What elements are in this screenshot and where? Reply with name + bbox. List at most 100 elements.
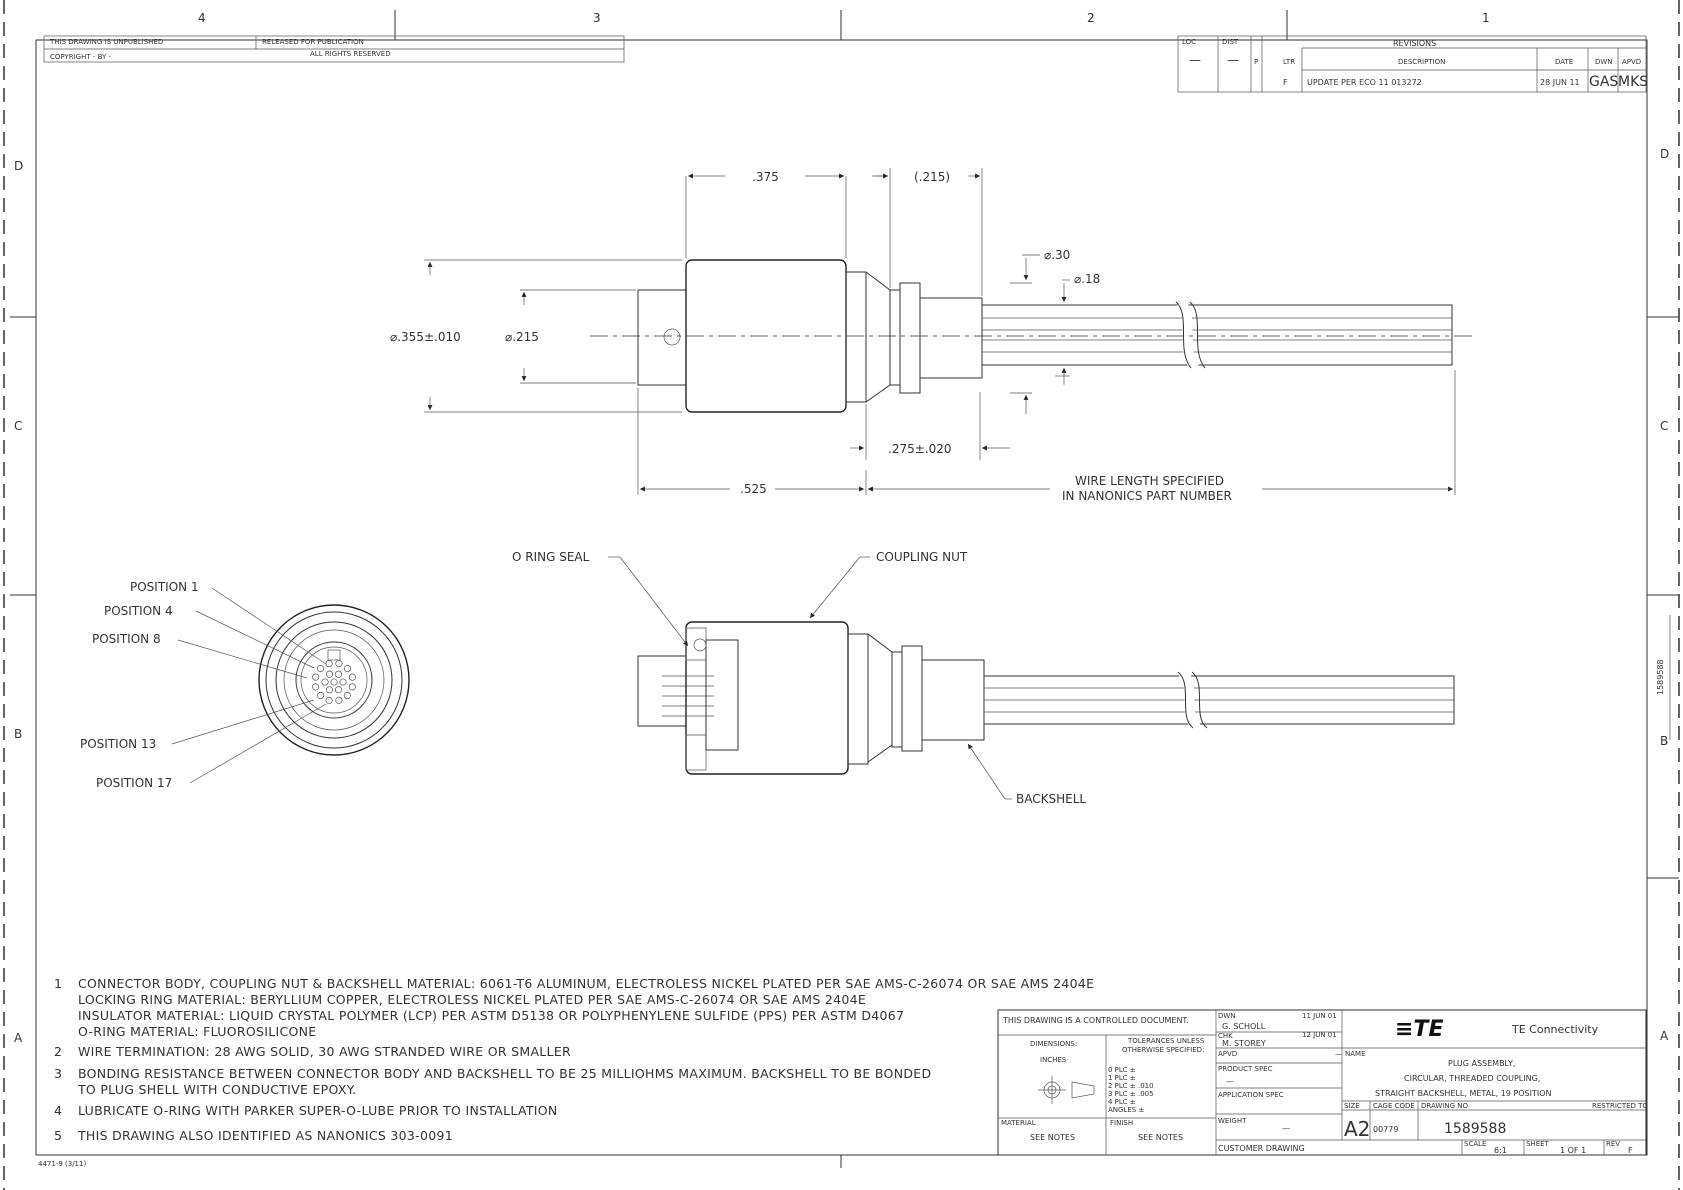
contact-pin [325, 660, 333, 668]
rev-header: REVISIONS [1393, 39, 1436, 48]
note-4-number: 4 [54, 1103, 62, 1118]
callout-oring-seal: O RING SEAL [512, 550, 590, 564]
note-5-number: 5 [54, 1128, 62, 1143]
rev-col-date: DATE [1555, 58, 1573, 66]
note-3-line-1: BONDING RESISTANCE BETWEEN CONNECTOR BOD… [78, 1066, 931, 1081]
contact-pin [330, 678, 338, 686]
application-spec-label: APPLICATION SPEC [1218, 1091, 1284, 1099]
tol-angles: ANGLES ± [1108, 1106, 1144, 1114]
zone-left-c: C [14, 419, 22, 433]
scale-value: 6:1 [1494, 1146, 1507, 1155]
dim-275: .275±.020 [888, 442, 952, 456]
rev-value: F [1628, 1146, 1633, 1155]
callout-position-8: POSITION 8 [92, 632, 161, 646]
sheet-label: SHEET [1526, 1140, 1550, 1148]
side-drawing-number: 1589588 [1656, 659, 1665, 695]
contact-pin [317, 665, 325, 673]
zone-right-c: C [1660, 419, 1668, 433]
material-label: MATERIAL [1001, 1119, 1036, 1127]
rev-dist-value: — [1227, 53, 1239, 67]
callout-position-13: POSITION 13 [80, 737, 156, 751]
tol-4-plc: 4 PLC ± [1108, 1098, 1136, 1106]
rev-col-ltr: LTR [1283, 58, 1295, 66]
rev-dwn-value: GAS [1589, 74, 1618, 90]
dwn-label: DWN [1218, 1012, 1236, 1020]
tol-1-plc: 1 PLC ± [1108, 1074, 1136, 1082]
contact-pin [312, 673, 320, 681]
dim-375: .375 [752, 170, 779, 184]
dim-dia-18: ⌀.18 [1074, 272, 1100, 286]
weight-value: — [1282, 1124, 1290, 1133]
callout-backshell: BACKSHELL [1016, 792, 1086, 806]
zone-left-b: B [14, 727, 22, 741]
contact-pin [334, 686, 343, 694]
callout-coupling-nut: COUPLING NUT [876, 550, 968, 564]
zone-top-2: 2 [1087, 11, 1095, 25]
weight-label: WEIGHT [1218, 1117, 1247, 1125]
restricted-label: RESTRICTED TO [1592, 1102, 1648, 1110]
size-label: SIZE [1344, 1102, 1360, 1110]
apvd-label: APVD [1218, 1050, 1237, 1058]
wire-length-line2: IN NANONICS PART NUMBER [1062, 489, 1232, 503]
contact-pin [343, 665, 351, 673]
dim-dia-215: ⌀.215 [505, 330, 539, 344]
contact-pin [348, 683, 356, 691]
dim-525: .525 [740, 482, 767, 496]
title-line-2: CIRCULAR, THREADED COUPLING, [1404, 1074, 1540, 1083]
dim-dia-30: ⌀.30 [1044, 248, 1070, 262]
zone-right-b: B [1660, 734, 1668, 748]
dwn-name: G. SCHOLL [1222, 1022, 1266, 1031]
dimensions-label: DIMENSIONS: [1030, 1040, 1077, 1048]
contact-pin [325, 686, 334, 694]
unpublished-text: THIS DRAWING IS UNPUBLISHED [49, 38, 163, 46]
rev-col-p: P [1254, 58, 1258, 66]
contact-pin [343, 691, 351, 699]
chk-label: CHK [1218, 1032, 1233, 1040]
zone-top-3: 3 [593, 11, 601, 25]
contact-pin [335, 696, 343, 704]
scale-label: SCALE [1464, 1140, 1486, 1148]
tol-2-plc: 2 PLC ± .010 [1108, 1082, 1154, 1090]
finish-value: SEE NOTES [1138, 1133, 1183, 1142]
contact-pin [325, 696, 333, 704]
product-spec-label: PRODUCT SPEC [1218, 1065, 1273, 1073]
sheet-value: 1 OF 1 [1560, 1146, 1586, 1155]
rev-apvd-value: MKS [1618, 74, 1648, 90]
zone-left-d: D [14, 159, 23, 173]
rights-text: ALL RIGHTS RESERVED [310, 50, 391, 58]
assembly-side-view: .375 (.215) ⌀.30 ⌀.18 ⌀.355±.010 ⌀.215 [390, 168, 1475, 503]
callout-position-17: POSITION 17 [96, 776, 172, 790]
zone-right-a: A [1660, 1029, 1669, 1043]
note-1-line-1: CONNECTOR BODY, COUPLING NUT & BACKSHELL… [78, 976, 1094, 991]
drawing-no-value: 1589588 [1444, 1121, 1506, 1137]
copyright-text: COPYRIGHT - BY - [50, 53, 112, 61]
customer-drawing: CUSTOMER DRAWING [1218, 1144, 1305, 1153]
finish-label: FINISH [1110, 1119, 1133, 1127]
contact-pin [348, 673, 356, 681]
note-1-number: 1 [54, 976, 62, 991]
title-block: THIS DRAWING IS A CONTROLLED DOCUMENT. D… [997, 1009, 1648, 1156]
rev-label: REV [1606, 1140, 1620, 1148]
note-5-line-1: THIS DRAWING ALSO IDENTIFIED AS NANONICS… [77, 1128, 453, 1143]
note-4-line-1: LUBRICATE O-RING WITH PARKER SUPER-O-LUB… [78, 1103, 558, 1118]
rev-desc-value: UPDATE PER ECO 11 013272 [1307, 78, 1422, 87]
apvd-value: — [1335, 1050, 1342, 1058]
te-logo: ≡TE [1395, 1017, 1443, 1042]
rev-col-desc: DESCRIPTION [1398, 58, 1445, 66]
rev-ltr-value: F [1283, 78, 1288, 87]
note-1-line-3: INSULATOR MATERIAL: LIQUID CRYSTAL POLYM… [78, 1008, 904, 1023]
contact-pin [312, 683, 320, 691]
third-angle-projection-icon [1038, 1076, 1095, 1104]
form-code: 4471-9 (3/11) [38, 1160, 86, 1168]
note-1-line-4: O-RING MATERIAL: FLUOROSILICONE [78, 1024, 316, 1039]
otherwise-label: OTHERWISE SPECIFIED: [1122, 1046, 1204, 1054]
product-spec-value: — [1226, 1077, 1234, 1086]
material-value: SEE NOTES [1030, 1133, 1075, 1142]
inches-label: INCHES [1040, 1056, 1067, 1064]
rev-col-loc: LOC [1182, 38, 1196, 46]
dim-dia-355: ⌀.355±.010 [390, 330, 461, 344]
contact-pin [335, 660, 343, 668]
sheet-border [3, 0, 1680, 1190]
contact-pin [339, 678, 347, 686]
